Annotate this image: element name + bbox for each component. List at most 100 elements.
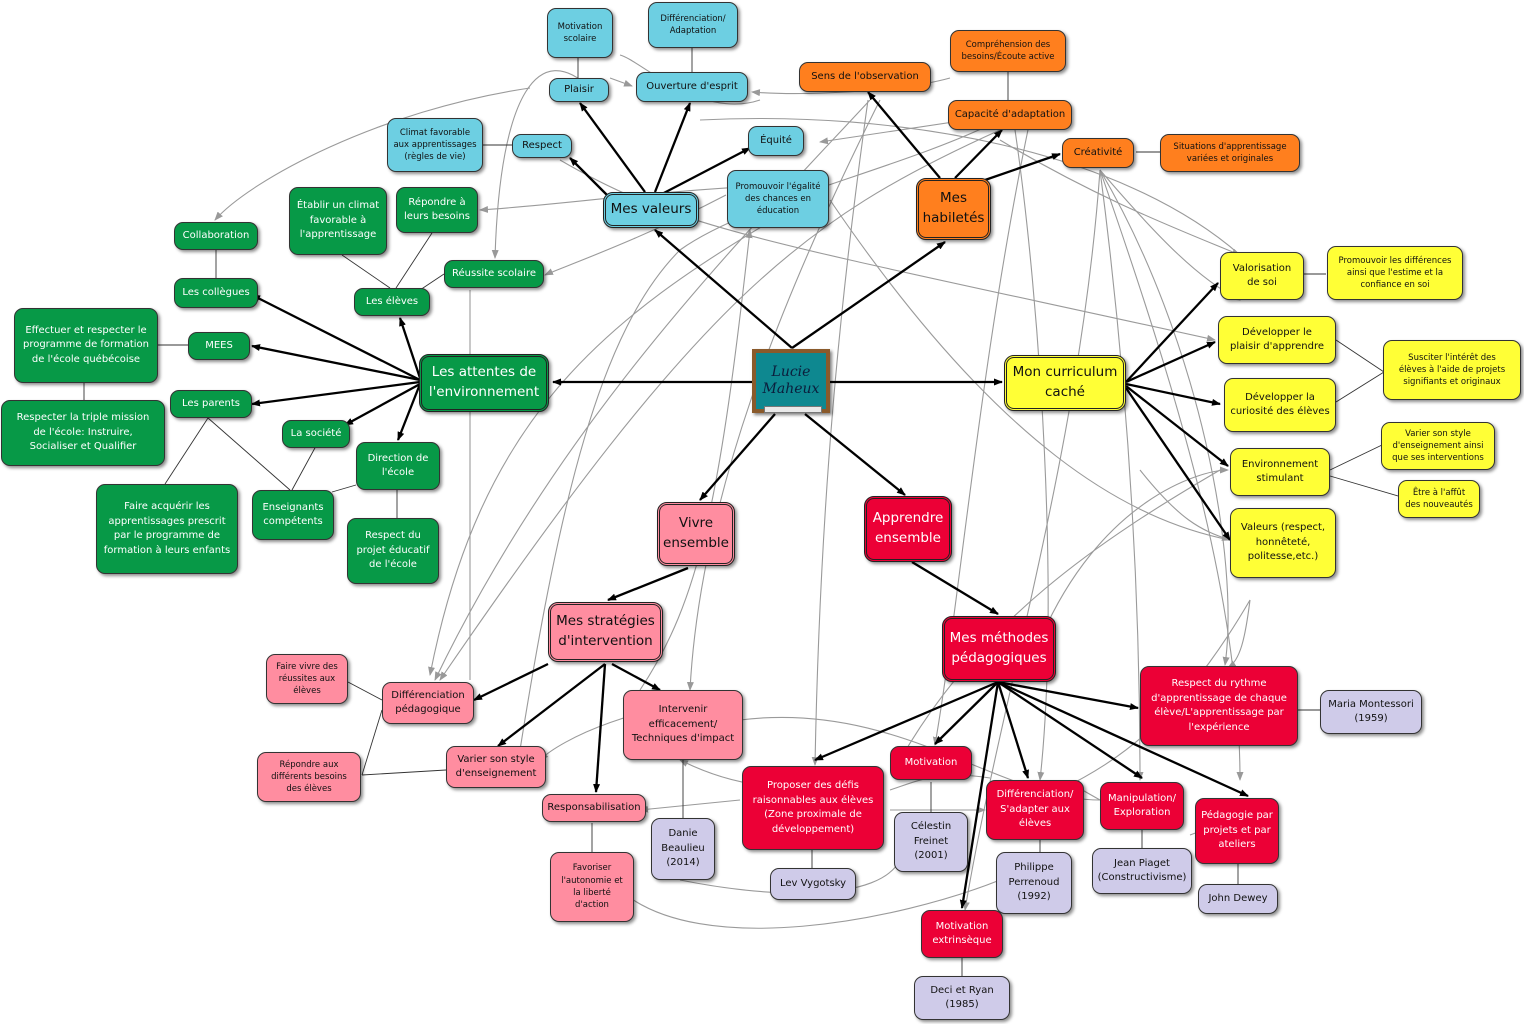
node-curiosite-eleves[interactable]: Développer la curiosité des élèves: [1224, 378, 1336, 432]
node-situations-apprentissage[interactable]: Situations d'apprentissage variées et or…: [1160, 134, 1300, 172]
arrow-link: [251, 293, 421, 382]
cross-link: [1099, 169, 1230, 666]
node-affut-nouveautes[interactable]: Être à l'affût des nouveautés: [1398, 480, 1480, 518]
arrow-link: [984, 152, 1061, 182]
cross-link: [559, 159, 1216, 342]
node-methodes-pedagogiques[interactable]: Mes méthodes pédagogiques: [942, 616, 1056, 682]
node-maria-montessori[interactable]: Maria Montessori (1959): [1320, 690, 1422, 734]
arrow-link: [1125, 282, 1219, 383]
node-attentes-environnement[interactable]: Les attentes de l'environnement: [419, 354, 549, 412]
node-faire-acquerir[interactable]: Faire acquérir les apprentissages prescr…: [96, 484, 238, 574]
node-faire-vivre-reussites[interactable]: Faire vivre des réussites aux élèves: [266, 654, 348, 704]
cross-link: [899, 469, 1221, 761]
node-respect-rythme[interactable]: Respect du rythme d'apprentissage de cha…: [1140, 666, 1298, 746]
node-mes-habiletes[interactable]: Mes habiletés: [916, 178, 991, 240]
node-egalite-chances[interactable]: Promouvoir l'égalité des chances en éduc…: [727, 170, 829, 228]
node-respect[interactable]: Respect: [512, 134, 572, 158]
node-strategies-intervention[interactable]: Mes stratégies d'intervention: [548, 602, 663, 662]
node-comprehension-besoins[interactable]: Compréhension des besoins/Écoute active: [950, 30, 1066, 72]
cross-link: [1014, 129, 1049, 781]
node-lev-vygotsky[interactable]: Lev Vygotsky: [770, 868, 856, 900]
node-mees[interactable]: MEES: [188, 332, 250, 360]
thin-link: [1335, 371, 1385, 403]
node-climat-favorable[interactable]: Climat favorable aux apprentissages (règ…: [387, 118, 483, 172]
node-plaisir[interactable]: Plaisir: [549, 78, 609, 102]
node-motivation[interactable]: Motivation: [890, 746, 972, 780]
cross-link: [962, 169, 1101, 911]
node-pedagogie-projets[interactable]: Pédagogie par projets et par ateliers: [1195, 798, 1279, 864]
cross-link: [1227, 599, 1251, 669]
node-favoriser-autonomie[interactable]: Favoriser l'autonomie et la liberté d'ac…: [550, 852, 634, 922]
node-apprendre-ensemble[interactable]: Apprendre ensemble: [864, 496, 952, 562]
node-creativite[interactable]: Créativité: [1062, 138, 1134, 168]
node-motivation-scolaire[interactable]: Motivation scolaire: [547, 8, 613, 58]
node-valeurs-respect[interactable]: Valeurs (respect, honnêteté, politesse,e…: [1230, 508, 1336, 578]
node-direction-ecole[interactable]: Direction de l'école: [356, 442, 440, 490]
node-jean-piaget[interactable]: Jean Piaget (Constructivisme): [1092, 848, 1192, 894]
node-vivre-ensemble[interactable]: Vivre ensemble: [657, 502, 735, 566]
arrow-link: [593, 663, 607, 793]
node-les-eleves[interactable]: Les élèves: [354, 288, 430, 316]
node-intervenir-efficacement[interactable]: Intervenir efficacement/ Techniques d'im…: [623, 690, 743, 760]
node-les-collegues[interactable]: Les collègues: [174, 278, 258, 308]
node-deci-ryan[interactable]: Deci et Ryan (1985): [914, 976, 1010, 1020]
arrow-link: [699, 413, 776, 501]
arrow-link: [959, 681, 1000, 909]
node-plaisir-apprendre[interactable]: Développer le plaisir d'apprendre: [1218, 316, 1336, 364]
node-mes-valeurs[interactable]: Mes valeurs: [603, 192, 699, 228]
central-node-lucie-maheux[interactable]: Lucie Maheux: [752, 349, 830, 413]
arrow-link: [997, 680, 1249, 798]
node-environnement-stimulant[interactable]: Environnement stimulant: [1230, 448, 1330, 496]
cross-link: [686, 99, 881, 691]
thin-link: [1329, 475, 1399, 497]
node-ouverture-esprit[interactable]: Ouverture d'esprit: [636, 72, 748, 102]
node-climat-apprentissage[interactable]: Établir un climat favorable à l'apprenti…: [289, 187, 387, 255]
node-differenciation-pedagogique[interactable]: Différenciation pédagogique: [382, 682, 474, 724]
node-differenciation-adaptation[interactable]: Différenciation/ Adaptation: [648, 2, 738, 48]
node-triple-mission[interactable]: Respecter la triple mission de l'école: …: [1, 400, 165, 466]
arrow-link: [653, 102, 692, 193]
thin-link: [361, 709, 383, 776]
node-repondre-besoins[interactable]: Répondre à leurs besoins: [396, 187, 478, 233]
thin-link: [207, 417, 291, 491]
node-capacite-adaptation[interactable]: Capacité d'adaptation: [948, 100, 1072, 130]
node-susciter-interet[interactable]: Susciter l'intérêt des élèves à l'aide d…: [1383, 340, 1521, 400]
node-les-parents[interactable]: Les parents: [170, 390, 252, 418]
node-la-societe[interactable]: La société: [282, 420, 350, 448]
node-differenciation-adapter[interactable]: Différenciation/ S'adapter aux élèves: [986, 780, 1084, 840]
node-valorisation-soi[interactable]: Valorisation de soi: [1220, 252, 1304, 300]
node-manipulation-exploration[interactable]: Manipulation/ Exploration: [1100, 782, 1184, 830]
node-equite[interactable]: Équité: [748, 126, 804, 156]
chalk-tray: [764, 406, 822, 413]
node-repondre-differents-besoins[interactable]: Répondre aux différents besoins des élèv…: [257, 752, 361, 802]
node-varier-style-interventions[interactable]: Varier son style d'enseignement ainsi qu…: [1381, 422, 1495, 470]
arrow-link: [1125, 382, 1221, 406]
thin-link: [291, 445, 317, 491]
arrow-link: [654, 229, 793, 349]
node-varier-style-enseignement[interactable]: Varier son style d'enseignement: [446, 746, 546, 788]
node-sens-observation[interactable]: Sens de l'observation: [799, 62, 931, 92]
arrow-link: [1125, 385, 1229, 467]
node-enseignants-competents[interactable]: Enseignants compétents: [252, 490, 334, 540]
central-node-label: Lucie Maheux: [762, 364, 820, 397]
node-reussite-scolaire[interactable]: Réussite scolaire: [444, 260, 544, 288]
node-promouvoir-differences[interactable]: Promouvoir les différences ainsi que l'e…: [1327, 246, 1463, 300]
node-motivation-extrinseque[interactable]: Motivation extrinsèque: [921, 910, 1003, 958]
node-celestin-freinet[interactable]: Célestin Freinet (2001): [894, 812, 968, 872]
node-proposer-defis[interactable]: Proposer des défis raisonnables aux élèv…: [742, 766, 884, 850]
arrow-link: [251, 344, 421, 382]
arrow-link: [659, 146, 751, 197]
node-projet-educatif[interactable]: Respect du projet éducatif de l'école: [347, 518, 439, 584]
node-programme-formation[interactable]: Effectuer et respecter le programme de f…: [14, 308, 158, 383]
node-danie-beaulieu[interactable]: Danie Beaulieu (2014): [651, 818, 715, 880]
node-responsabilisation[interactable]: Responsabilisation: [542, 794, 646, 822]
node-john-dewey[interactable]: John Dewey: [1198, 884, 1278, 914]
cross-link: [519, 119, 1001, 751]
thin-link: [395, 232, 433, 289]
node-curriculum-cache[interactable]: Mon curriculum caché: [1004, 355, 1126, 411]
thin-link: [341, 254, 391, 289]
node-philippe-perrenoud[interactable]: Philippe Perrenoud (1992): [996, 852, 1072, 914]
thin-link: [419, 273, 445, 291]
cross-link: [1099, 169, 1144, 781]
node-collaboration[interactable]: Collaboration: [174, 222, 258, 250]
